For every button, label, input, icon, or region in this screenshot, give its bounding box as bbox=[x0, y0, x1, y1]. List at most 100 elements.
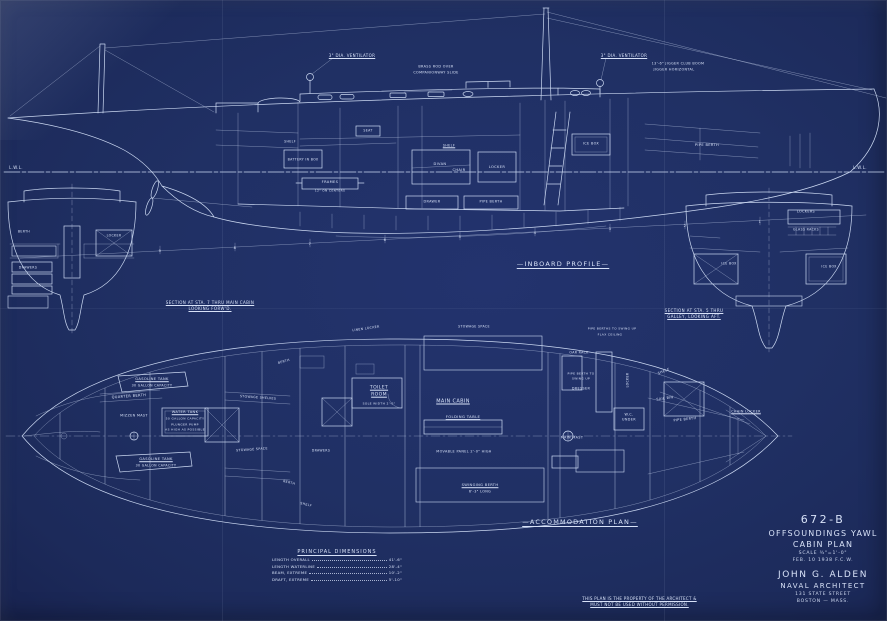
property-note: THIS PLAN IS THE PROPERTY OF THE ARCHITE… bbox=[552, 596, 727, 609]
drawing-label: BRASS ROD OVER bbox=[418, 64, 454, 69]
drawing-label: COMPANIONWAY SLIDE bbox=[413, 69, 459, 74]
drawing-label: MAIN MAST bbox=[560, 435, 584, 440]
section-aft-caption-line2: GALLEY, LOOKING AFT. bbox=[667, 314, 721, 320]
drawing-label: JIGGER HORIZONTAL bbox=[653, 66, 695, 71]
drawing-label: GASOLINE TANK bbox=[135, 377, 169, 382]
drawing-label: ICE BOX bbox=[821, 264, 837, 269]
drawing-label: 5 bbox=[458, 234, 462, 239]
drawing-label: GASOLINE TANK bbox=[139, 457, 173, 462]
property-note-line2: MUST NOT BE USED WITHOUT PERMISSION. bbox=[590, 602, 689, 608]
section-forward-view bbox=[7, 183, 137, 335]
drawing-label: SWINGING BERTH bbox=[461, 483, 499, 488]
title-block: 672-B OFFSOUNDINGS YAWL CABIN PLAN SCALE… bbox=[762, 514, 884, 607]
dimension-label: DRAFT, EXTREME bbox=[272, 576, 310, 582]
design-subject-line2: CABIN PLAN bbox=[792, 540, 854, 549]
drawing-label: OAR RACK bbox=[569, 350, 589, 355]
drawing-label: 6 bbox=[383, 238, 387, 243]
drawing-label: WATER TANK bbox=[171, 410, 199, 415]
drawing-label: 8 bbox=[233, 245, 237, 250]
drawing-label: SEAT bbox=[363, 128, 373, 133]
drawing-label: BERTH bbox=[17, 229, 31, 234]
paper-fold-line bbox=[222, 0, 223, 621]
architect-title: NAVAL ARCHITECT bbox=[780, 581, 866, 590]
drawing-label: 3" DIA. VENTILATOR bbox=[600, 53, 648, 58]
drawing-label: BATTERY IN BOX bbox=[287, 157, 319, 162]
drawing-label: LOCKER bbox=[106, 233, 122, 238]
paper-fold-line bbox=[664, 0, 665, 621]
architect-address-line1: 131 STATE STREET bbox=[795, 591, 851, 597]
section-aft-caption-line1: SECTION AT STA. 5 THRU bbox=[664, 308, 724, 313]
drawing-label: ROOM bbox=[371, 392, 387, 398]
drawing-label: PIPE BERTH bbox=[694, 143, 720, 148]
dimension-label: LENGTH OVERALL bbox=[272, 557, 310, 562]
drawing-label: DRAWER bbox=[423, 199, 441, 204]
architect-name: JOHN G. ALDEN bbox=[777, 569, 869, 580]
leader-dots bbox=[317, 566, 387, 568]
inboard-profile-title: —INBOARD PROFILE— bbox=[516, 260, 610, 268]
accommodation-plan-title: —ACCOMMODATION PLAN— bbox=[522, 518, 638, 526]
drawing-label: DIVAN bbox=[433, 162, 447, 167]
drawing-label: PLUNGER PUMP bbox=[171, 422, 199, 426]
drawing-label: 6'-3" LONG bbox=[468, 489, 492, 494]
section-aft-view bbox=[685, 187, 853, 353]
dimension-row: LENGTH WATERLINE 28'-4" bbox=[272, 564, 402, 569]
drawing-label: SWING UP bbox=[571, 376, 591, 381]
date-line: FEB. 10 1938 F.C.W. bbox=[792, 558, 854, 564]
drawing-label: TOILET bbox=[369, 385, 389, 391]
drawing-label: 30 GALLON CAPACITY bbox=[135, 463, 177, 468]
drawing-label: FLAX CEILING bbox=[597, 332, 623, 336]
drawing-label: SHELF bbox=[284, 139, 296, 144]
drawing-label: AS HIGH AS POSSIBLE bbox=[165, 427, 205, 432]
section-forward-caption: SECTION AT STA. 7 THRU MAIN CABIN LOOKIN… bbox=[166, 300, 254, 313]
drawing-label: MIZZEN MAST bbox=[120, 413, 148, 418]
section-forward-caption-line1: SECTION AT STA. 7 THRU MAIN CABIN bbox=[165, 300, 255, 305]
drawing-label: LOCKER bbox=[488, 165, 506, 170]
drawing-label: 50 GALLON CAPACITY bbox=[165, 416, 205, 421]
drawing-label: MAIN CABIN bbox=[436, 398, 470, 405]
leader-dots bbox=[311, 560, 387, 561]
drawing-label: 13'-6" JIGGER CLUB BOOM bbox=[651, 61, 705, 66]
leader-dots bbox=[311, 579, 387, 581]
design-subject-line1: OFFSOUNDINGS YAWL bbox=[768, 529, 878, 538]
drawing-label: DRAWERS bbox=[311, 448, 331, 453]
drawing-label: GLASS RACKS bbox=[793, 227, 819, 232]
profile-view bbox=[3, 7, 887, 259]
drawing-label: PIPE BERTH TO bbox=[567, 371, 595, 376]
drawing-label: W.C. bbox=[624, 412, 634, 417]
dimension-row: DRAFT, EXTREME 5'-10" bbox=[272, 577, 402, 582]
drawing-label: ICE BOX bbox=[582, 141, 600, 146]
drawing-label: L.W.L. bbox=[9, 165, 23, 170]
dimension-label: LENGTH WATERLINE bbox=[272, 563, 316, 569]
dimension-label: BEAM, EXTREME bbox=[272, 570, 308, 575]
drawing-label: 9 bbox=[158, 249, 162, 254]
dimension-value: 41'-6" bbox=[388, 557, 402, 562]
drawing-label: SHELF bbox=[442, 143, 456, 148]
drawing-label: DRESSER bbox=[571, 386, 591, 391]
drawing-label: 7 bbox=[308, 242, 312, 247]
drawing-label: CHAIR bbox=[452, 168, 466, 173]
drawing-label: 1 bbox=[758, 220, 762, 225]
drawing-label: PIPE BERTHS TO SWING UP bbox=[587, 326, 637, 331]
drawing-label: 12" ON CENTERS bbox=[314, 188, 346, 193]
property-note-line1: THIS PLAN IS THE PROPERTY OF THE ARCHITE… bbox=[582, 596, 697, 601]
drawing-label: UNDER bbox=[622, 417, 636, 422]
dimension-value: 5'-10" bbox=[388, 576, 402, 582]
section-forward-caption-line2: LOOKING FORW'D. bbox=[188, 306, 232, 312]
leader-dots bbox=[309, 573, 387, 574]
drawing-label: 4 bbox=[533, 231, 537, 236]
architect-address-line2: BOSTON — MASS. bbox=[796, 598, 850, 604]
drawing-label: ICE BOX bbox=[721, 261, 737, 266]
drawing-label: CHAIN LOCKER bbox=[731, 409, 761, 414]
drawing-label: 3 bbox=[608, 227, 612, 232]
paper-fold-line bbox=[0, 308, 887, 309]
dimension-value: 10'-2" bbox=[388, 570, 402, 575]
drawing-label: 3" DIA. VENTILATOR bbox=[328, 53, 376, 58]
drawing-label: PIPE BERTH bbox=[479, 199, 503, 204]
section-aft-caption: SECTION AT STA. 5 THRU GALLEY, LOOKING A… bbox=[665, 308, 724, 321]
drawing-label: DRAWERS bbox=[18, 265, 38, 270]
drawing-label: MOVABLE PANEL 2'-0" HIGH bbox=[436, 449, 492, 454]
drawing-label: LOCKERS bbox=[796, 209, 816, 214]
drawing-label: SOLE WIDTH 2'-0" bbox=[362, 401, 396, 405]
